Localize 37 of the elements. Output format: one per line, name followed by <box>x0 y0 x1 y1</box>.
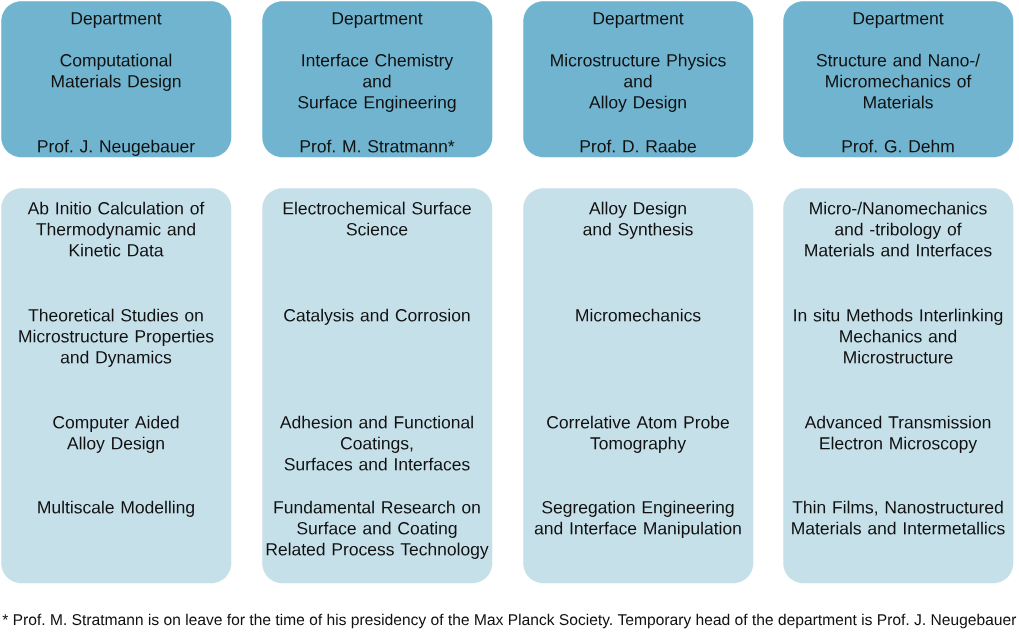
head-name: Prof. M. Stratmann* <box>300 139 455 153</box>
head-name: Prof. G. Dehm <box>842 139 954 153</box>
research-topic: Adhesion and Functional Coatings, Surfaces and Interfaces <box>279 415 473 471</box>
research-topic: Advanced Transmission Electron Microscopy <box>804 415 991 453</box>
research-topic: Ab Initio Calculation of Thermodynamic and Kinetic Data <box>27 201 205 257</box>
research-box <box>1 188 232 584</box>
department-name: Microstructure Physics and Alloy Design <box>551 53 726 112</box>
research-box <box>523 188 754 584</box>
research-topic: Thin Films, Nanostructured Materials and Intermetallics <box>792 500 1005 535</box>
research-topic: Theoretical Studies on Microstructure Properties and Dynamics <box>19 308 214 367</box>
heading: Department <box>853 12 944 28</box>
research-topic: Correlative Atom Probe Tomography <box>547 415 729 453</box>
head-name: Prof. J. Neugebauer <box>38 139 195 156</box>
footnote: * Prof. M. Stratmann is on leave for the time of his presidency of the Max Planck Society. Temporary head of the department is Prof. J. Neugebauer <box>2 613 1017 629</box>
head-name: Prof. D. Raabe <box>580 139 696 153</box>
research-topic: Computer Aided Alloy Design <box>53 415 179 453</box>
department-box <box>1 1 232 158</box>
research-box <box>783 188 1014 584</box>
heading: Department <box>71 12 162 28</box>
department-box <box>523 1 754 158</box>
department-name: Interface Chemistry and Surface Engineering <box>298 53 456 112</box>
research-topic: Electrochemical Surface Science <box>283 201 471 236</box>
research-topic: Micromechanics <box>576 308 701 322</box>
department-name: Computational Materials Design <box>51 53 181 91</box>
research-topic: Fundamental Research on Surface and Coating Related Process Technology <box>266 500 489 559</box>
research-topic: Catalysis and Corrosion <box>284 308 470 325</box>
heading: Department <box>332 12 423 28</box>
research-topic: Micro-/Nanomechanics and -tribology of Materials and Interfaces <box>805 201 992 257</box>
department-box <box>262 1 493 158</box>
department-box <box>783 1 1014 158</box>
research-topic: Segregation Engineering and Interface Manipulation <box>534 500 741 538</box>
heading: Department <box>593 12 684 28</box>
department-name: Structure and Nano-/ Micromechanics of Materials <box>816 53 980 109</box>
research-topic: In situ Methods Interlinking Mechanics and Microstructure <box>794 308 1003 364</box>
research-topic: Alloy Design and Synthesis <box>583 201 693 239</box>
research-topic: Multiscale Modelling <box>38 500 194 517</box>
research-box <box>262 188 493 584</box>
